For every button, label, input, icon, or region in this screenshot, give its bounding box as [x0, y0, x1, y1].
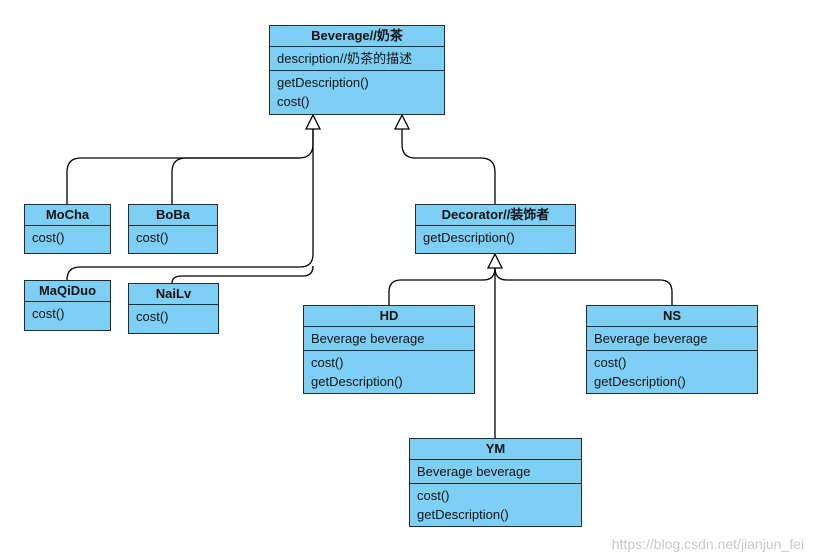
methods-section: cost() — [129, 226, 217, 249]
method: getDescription() — [423, 230, 515, 245]
method: cost() — [136, 309, 169, 324]
fields-section: Beverage beverage — [304, 327, 474, 351]
method: cost() — [277, 94, 310, 109]
class-name: YM — [410, 439, 581, 460]
watermark: https://blog.csdn.net/jianjun_fei — [611, 536, 804, 552]
edge-nailv-beverage — [171, 265, 314, 284]
methods-section: cost() — [129, 305, 218, 328]
class-name: NS — [587, 306, 757, 327]
class-beverage: Beverage//奶茶 description//奶茶的描述 getDescr… — [269, 25, 445, 115]
field: Beverage beverage — [311, 331, 425, 346]
class-ym: YM Beverage beverage cost() getDescripti… — [409, 438, 582, 527]
class-maqiduo: MaQiDuo cost() — [24, 280, 111, 331]
methods-section: cost() getDescription() — [410, 484, 581, 526]
method: cost() — [311, 355, 344, 370]
field: Beverage beverage — [417, 464, 531, 479]
field: Beverage beverage — [594, 331, 708, 346]
class-name: MaQiDuo — [25, 281, 110, 302]
method: getDescription() — [594, 374, 686, 389]
methods-section: cost() — [25, 302, 110, 325]
methods-section: cost() — [25, 226, 110, 249]
method: getDescription() — [277, 75, 369, 90]
class-name: NaiLv — [129, 284, 218, 305]
class-nailv: NaiLv cost() — [128, 283, 219, 334]
inheritance-arrow-beverage-left — [304, 113, 322, 130]
edge-mocha-beverage — [66, 129, 314, 204]
inheritance-arrow-beverage-right — [393, 113, 411, 130]
class-name: BoBa — [129, 205, 217, 226]
method: cost() — [594, 355, 627, 370]
method: cost() — [417, 488, 450, 503]
class-ns: NS Beverage beverage cost() getDescripti… — [586, 305, 758, 394]
class-name: Beverage//奶茶 — [270, 26, 444, 47]
class-decorator: Decorator//装饰者 getDescription() — [415, 204, 576, 254]
edge-hd-decorator — [388, 267, 496, 305]
class-name: MoCha — [25, 205, 110, 226]
methods-section: cost() getDescription() — [587, 351, 757, 393]
methods-section: cost() getDescription() — [304, 351, 474, 393]
method: getDescription() — [417, 507, 509, 522]
field: description//奶茶的描述 — [277, 51, 413, 66]
class-hd: HD Beverage beverage cost() getDescripti… — [303, 305, 475, 394]
method: cost() — [32, 306, 65, 321]
edge-maqiduo-beverage — [66, 129, 314, 281]
fields-section: Beverage beverage — [587, 327, 757, 351]
edge-boba-beverage — [171, 157, 299, 204]
class-mocha: MoCha cost() — [24, 204, 111, 254]
edge-decorator-beverage — [401, 129, 496, 204]
fields-section: Beverage beverage — [410, 460, 581, 484]
fields-section: description//奶茶的描述 — [270, 47, 444, 71]
methods-section: getDescription() cost() — [270, 71, 444, 113]
method: cost() — [32, 230, 65, 245]
method: cost() — [136, 230, 169, 245]
methods-section: getDescription() — [416, 226, 575, 249]
method: getDescription() — [311, 374, 403, 389]
class-name: HD — [304, 306, 474, 327]
class-boba: BoBa cost() — [128, 204, 218, 254]
class-name: Decorator//装饰者 — [416, 205, 575, 226]
edge-ns-decorator — [494, 267, 673, 305]
inheritance-arrow-decorator — [486, 252, 504, 269]
